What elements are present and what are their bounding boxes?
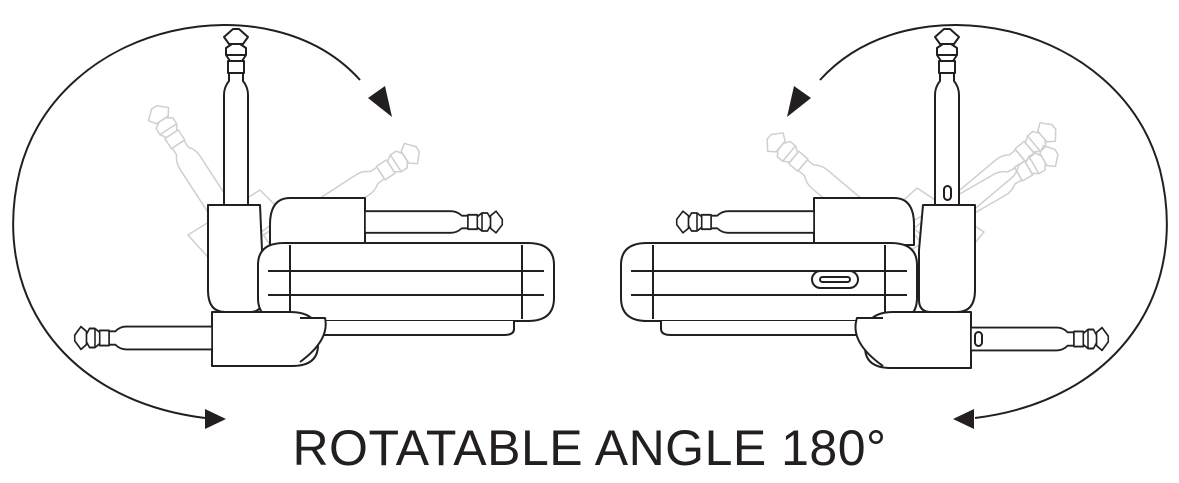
right-vertical-plug — [918, 28, 976, 313]
left-transmitter — [73, 28, 555, 367]
left-bottom-plug — [73, 311, 327, 367]
right-transmitter — [620, 28, 1110, 369]
left-rotate-arrow-icon — [12, 24, 392, 429]
left-right-plug — [269, 197, 504, 246]
usb-c-port-icon — [811, 270, 859, 289]
caption: ROTATABLE ANGLE 180° — [292, 420, 887, 476]
right-bottom-plug — [854, 311, 1110, 369]
right-left-plug — [675, 197, 915, 246]
right-rotate-arrow-icon — [787, 24, 1168, 429]
left-vertical-plug — [207, 28, 263, 313]
